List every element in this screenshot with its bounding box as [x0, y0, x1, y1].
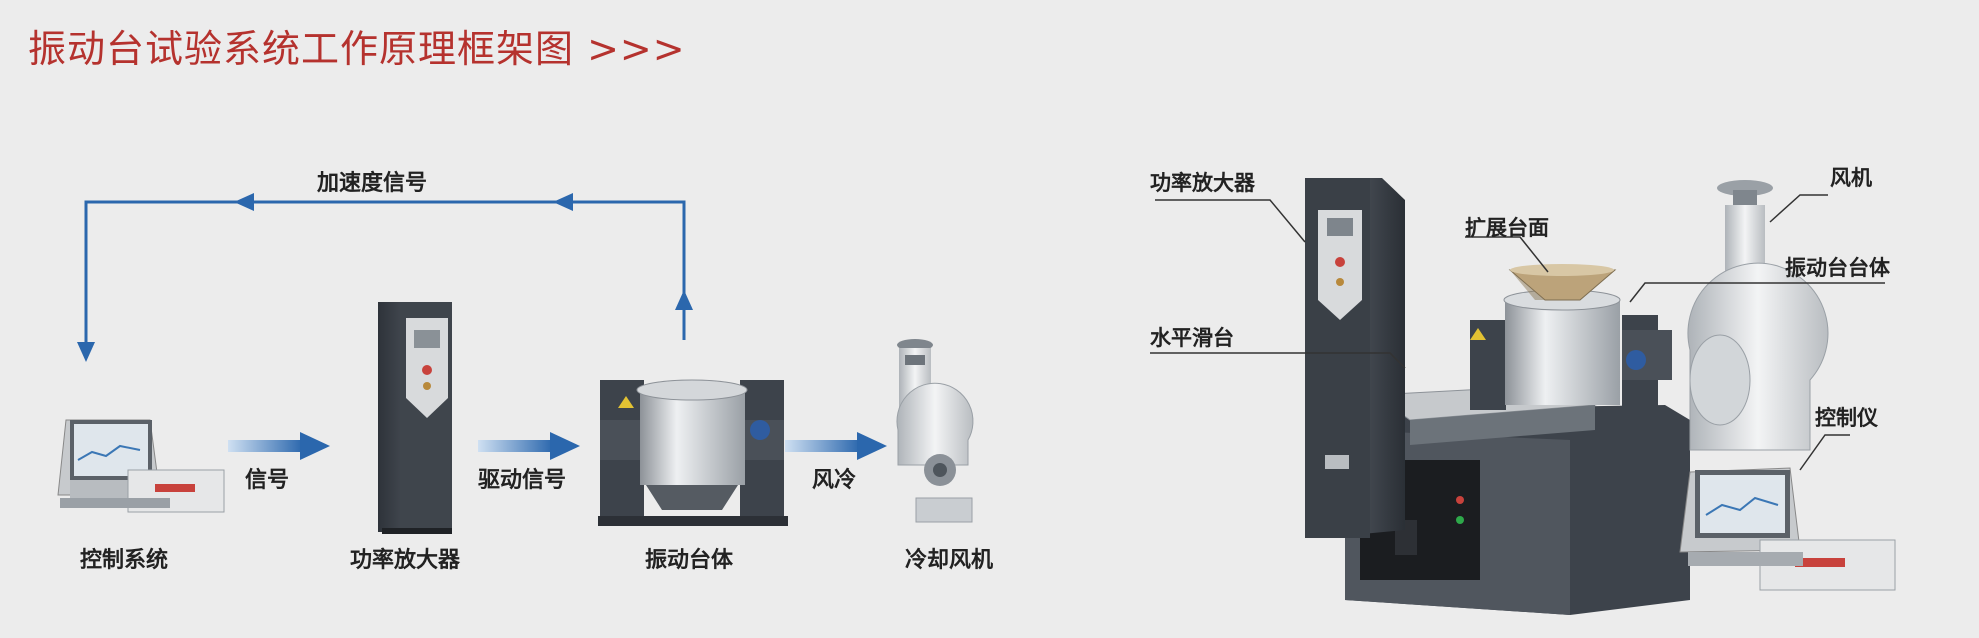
callout-slip-table: 水平滑台: [1150, 326, 1234, 350]
vibration-table-image: [598, 379, 788, 526]
arrowhead-down: [77, 342, 95, 362]
link-label-drive-signal: 驱动信号: [478, 468, 567, 493]
callout-fan: 风机: [1830, 166, 1872, 190]
callout-controller: 控制仪: [1815, 406, 1878, 430]
leader-power-amplifier: [1155, 199, 1306, 243]
air-cooling-arrow: [785, 432, 887, 460]
control-system-image: [57, 419, 225, 513]
callout-leaders: [1150, 194, 1885, 471]
arrowhead-left-1: [553, 193, 573, 211]
component-label-control-system: 控制系统: [80, 548, 169, 573]
leader-table-body: [1629, 282, 1885, 303]
cooling-fan-image: [896, 339, 974, 523]
page-title: 振动台试验系统工作原理框架图 >>>: [28, 27, 686, 71]
component-label-vibration-table: 振动台体: [645, 548, 734, 573]
arrowhead-up: [675, 290, 693, 310]
leader-slip-table: [1150, 352, 1406, 369]
callout-power-amplifier: 功率放大器: [1150, 171, 1255, 195]
component-label-power-amplifier: 功率放大器: [350, 548, 461, 573]
feedback-arrowheads: [77, 193, 693, 362]
callout-expansion-head: 扩展台面: [1465, 216, 1549, 240]
link-label-signal: 信号: [245, 468, 290, 493]
drive-signal-arrow: [478, 432, 580, 460]
component-label-cooling-fan: 冷却风机: [905, 548, 994, 573]
feedback-label: 加速度信号: [317, 171, 428, 196]
leader-controller: [1799, 434, 1850, 471]
leader-expansion-head: [1465, 236, 1549, 273]
link-label-air-cooling: 风冷: [812, 468, 857, 493]
callout-vibration-table-body: 振动台台体: [1785, 256, 1890, 280]
signal-arrow: [228, 432, 330, 460]
feedback-loop-line: [84, 200, 686, 355]
power-amplifier-image: [378, 302, 452, 534]
equipment-assembly-image: [1305, 178, 1896, 615]
leader-fan: [1769, 194, 1828, 223]
arrowhead-left-2: [234, 193, 254, 211]
